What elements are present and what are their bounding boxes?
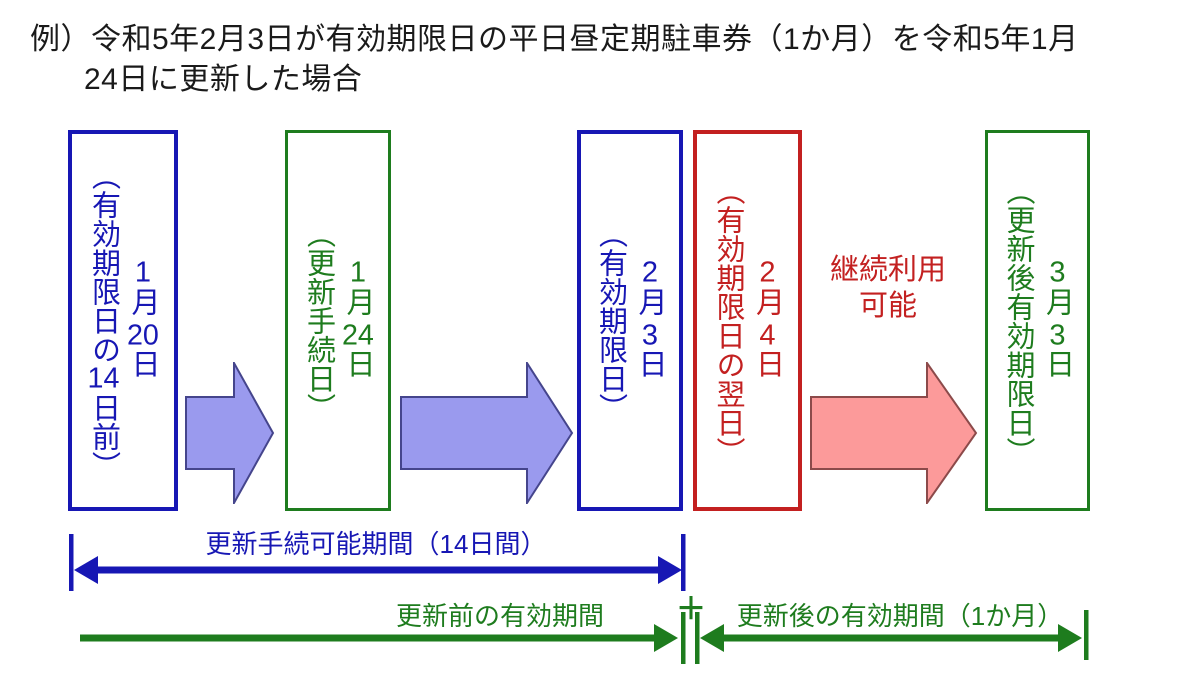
- forward-arrow-1-icon: [185, 362, 275, 504]
- timeline-box-mar3: 3月3日 （更新後有効期限日）: [985, 130, 1090, 511]
- box-text: 1月20日 （有効期限日の14日前）: [86, 134, 160, 507]
- timeline-box-jan24: 1月24日 （更新手続日）: [285, 130, 391, 511]
- renewal-window-label: 更新手続可能期間（14日間）: [205, 529, 547, 559]
- after-period-label: 更新後の有効期間（1か月）: [736, 601, 1064, 631]
- timeline-box-feb4: 2月4日 （有効期限日の翌日）: [693, 130, 802, 511]
- validity-period-arrows-icon: [80, 610, 1089, 664]
- title-line-2: 24日に更新した場合: [84, 63, 363, 96]
- box-label: （更新後有効期限日）: [1002, 175, 1034, 466]
- box-label: （有効期限日の14日前）: [87, 161, 120, 480]
- box-label: （有効期限日）: [594, 219, 627, 422]
- timeline-box-feb3: 2月3日 （有効期限日）: [577, 130, 683, 511]
- continue-use-note-line2: 可能: [858, 290, 918, 322]
- page-title: 例）令和5年2月3日が有効期限日の平日昼定期駐車券（1か月）を令和5年1月 24…: [30, 20, 1180, 100]
- before-period-label: 更新前の有効期間: [395, 601, 605, 631]
- box-date: 2月3日: [633, 258, 666, 383]
- box-label: （更新手続日）: [302, 219, 335, 422]
- box-text: 3月3日 （更新後有効期限日）: [1001, 133, 1075, 508]
- box-text: 2月3日 （有効期限日）: [593, 134, 667, 507]
- box-label: （有効期限日の翌日）: [712, 175, 744, 466]
- timeline-box-jan20: 1月20日 （有効期限日の14日前）: [68, 130, 178, 511]
- box-date: 1月24日: [341, 258, 374, 383]
- continue-arrow-icon: [810, 362, 978, 504]
- continue-use-note-line1: 継続利用: [829, 254, 947, 286]
- box-text: 1月24日 （更新手続日）: [301, 133, 375, 508]
- renewal-window-arrow-icon: [69, 534, 686, 591]
- box-date: 1月20日: [126, 258, 159, 383]
- forward-arrow-2-icon: [400, 362, 574, 504]
- title-line-1: 例）令和5年2月3日が有効期限日の平日昼定期駐車券（1か月）を令和5年1月: [30, 23, 1079, 56]
- box-text: 2月4日 （有効期限日の翌日）: [711, 134, 785, 507]
- box-date: 3月3日: [1041, 258, 1074, 383]
- continue-use-note: 継続利用 可能: [830, 252, 946, 324]
- box-date: 2月4日: [751, 258, 784, 383]
